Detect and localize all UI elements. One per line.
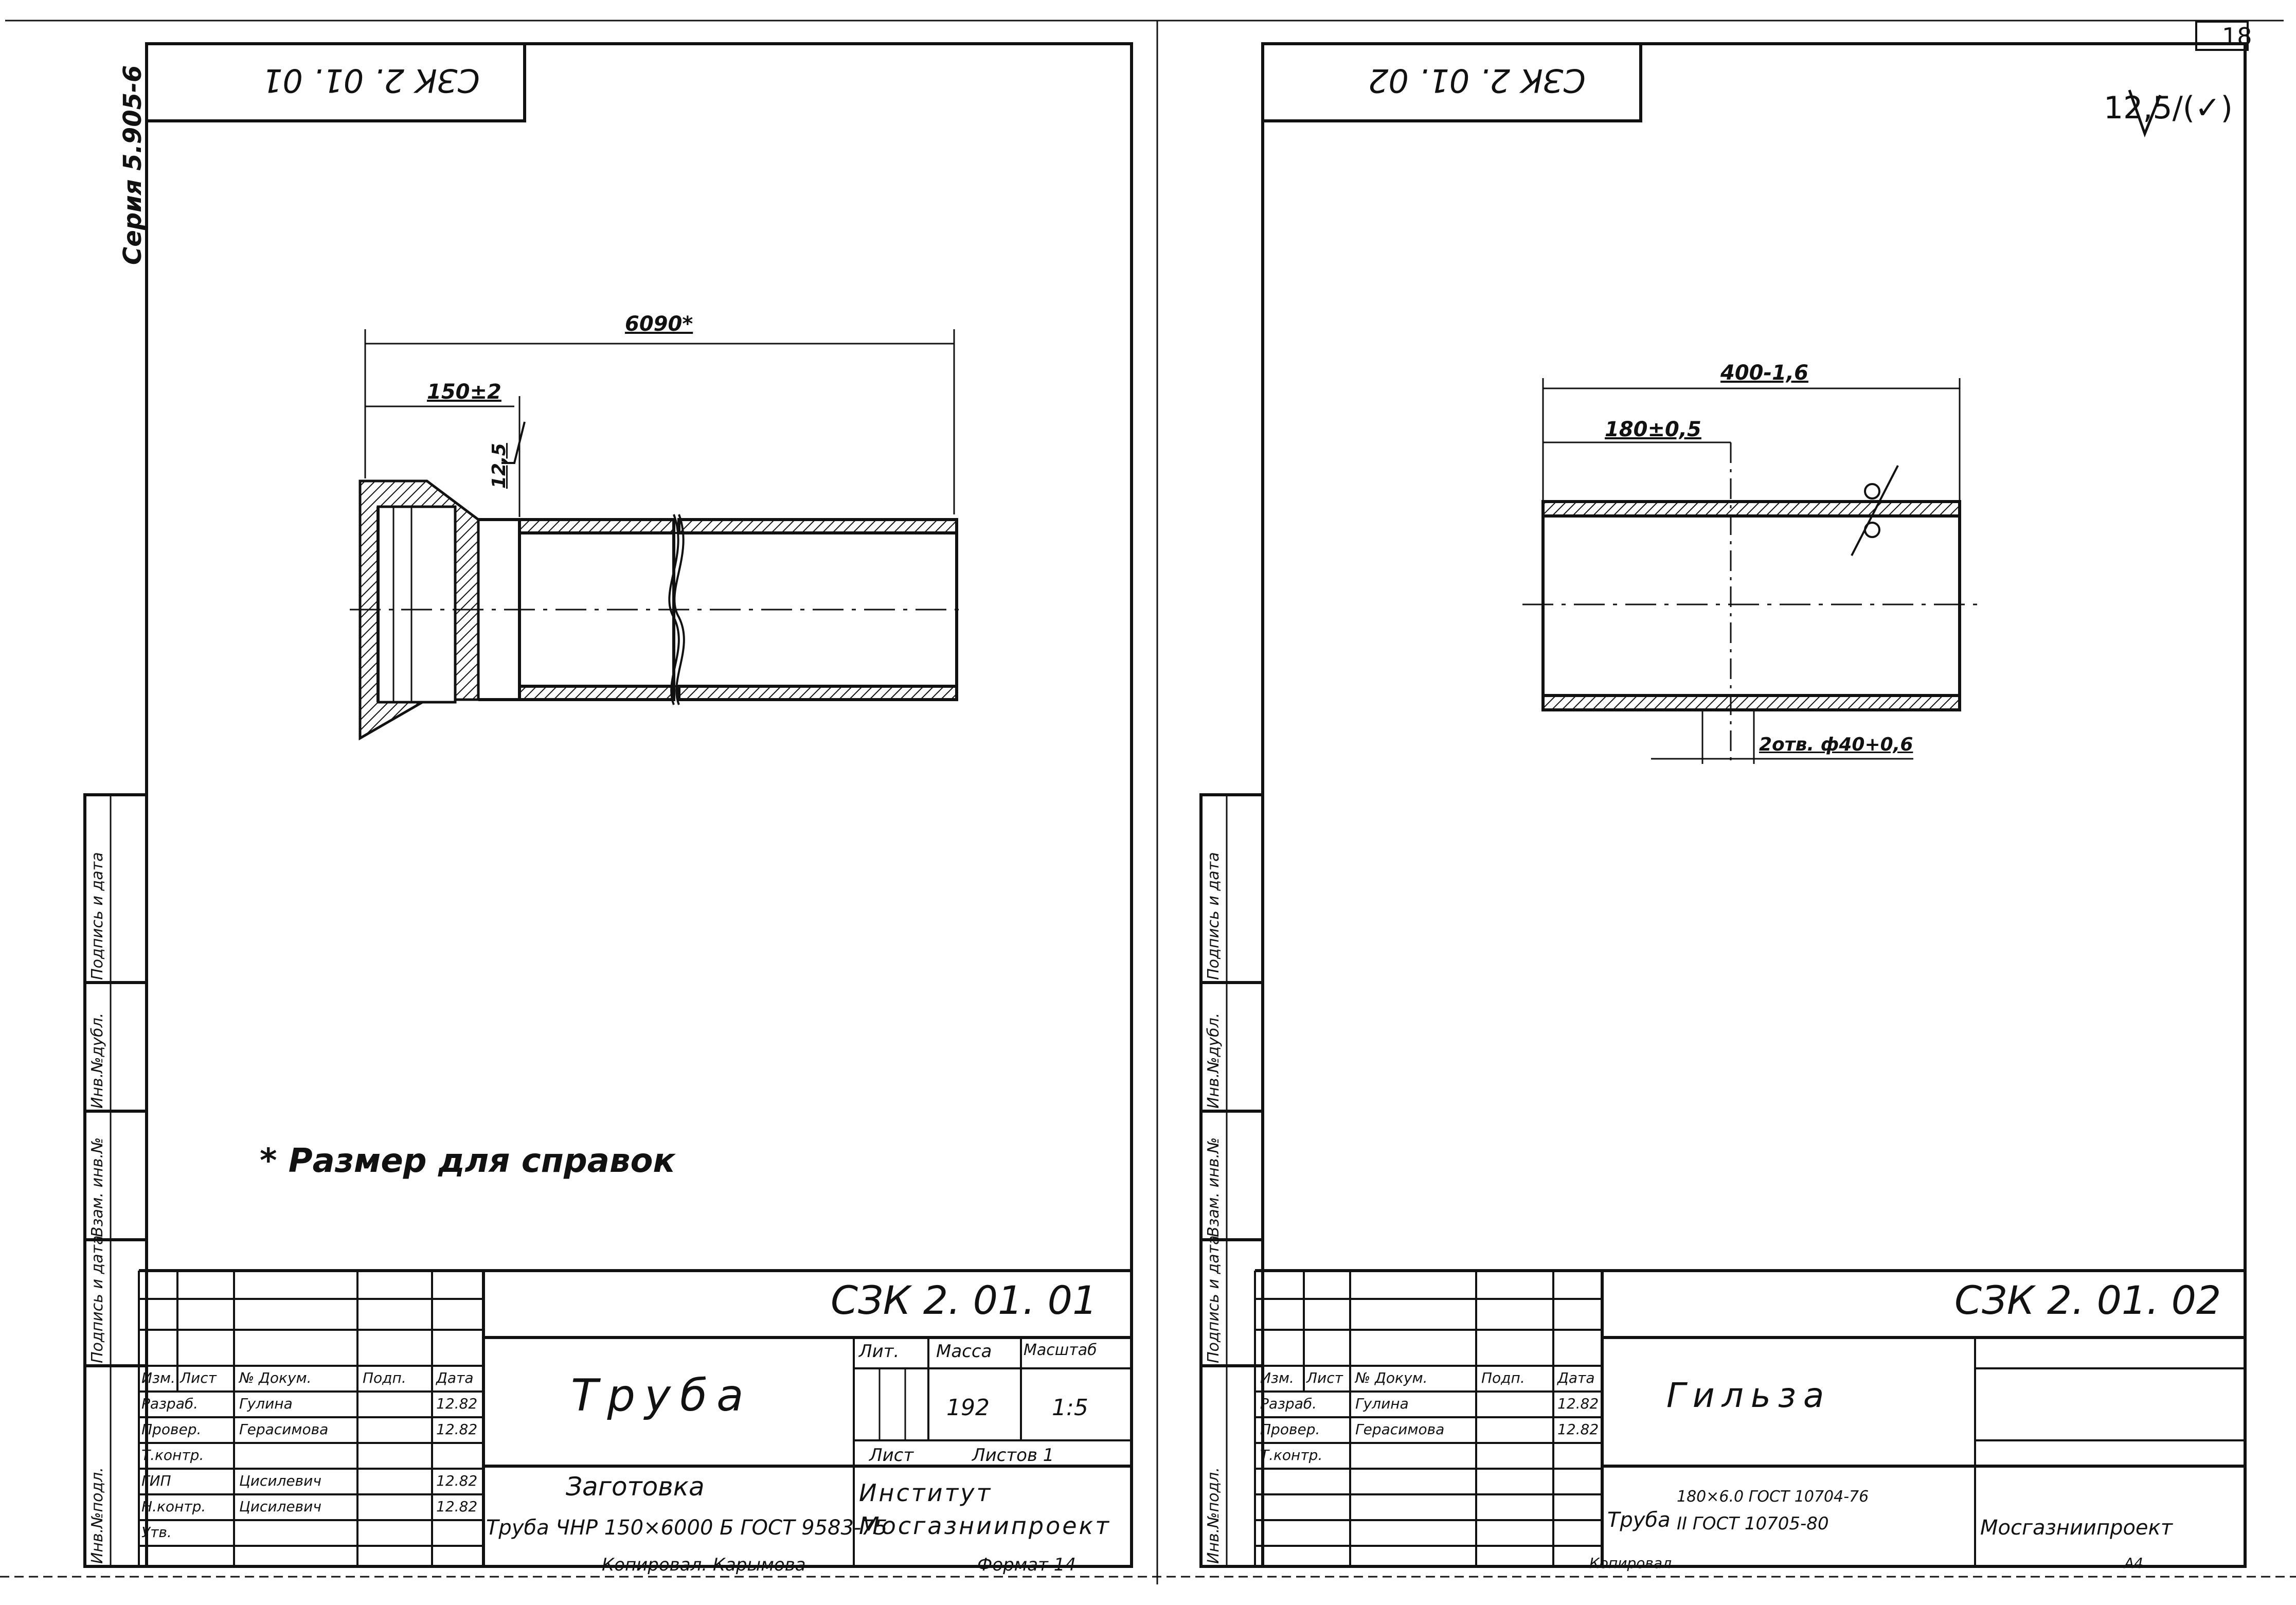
right-title: Гильза	[1666, 1376, 1832, 1415]
left-row-name: Гулина	[239, 1395, 293, 1412]
left-row-name: Цисилевич	[239, 1472, 321, 1489]
page-number: 18	[2222, 23, 2252, 50]
right-doc-code: СЗК 2. 01. 02	[1954, 1277, 2221, 1323]
reference-note: * Размер для справок	[260, 1142, 675, 1180]
left-row-role: Утв.	[141, 1524, 172, 1541]
right-row-role: Т.контр.	[1260, 1447, 1323, 1464]
right-row-role: Провер.	[1260, 1421, 1320, 1438]
left-org: Институт Мосгазниипроект	[859, 1479, 1111, 1540]
right-col-change: Изм.	[1260, 1369, 1294, 1386]
right-org: Мосгазниипроект	[1980, 1516, 2173, 1540]
left-sheet-label: Лист	[869, 1445, 914, 1466]
left-row-date: 12.82	[436, 1421, 478, 1438]
right-format: A4	[2124, 1555, 2143, 1572]
left-scale: 1:5	[1052, 1395, 1088, 1421]
left-row-date: 12.82	[436, 1472, 478, 1489]
pipe-drawing	[350, 329, 967, 741]
left-dim-total: 6090*	[625, 312, 693, 336]
left-row-name: Цисилевич	[239, 1498, 321, 1515]
right-dim-hole-pos: 180±0,5	[1605, 418, 1701, 441]
left-stamp-box	[145, 42, 526, 122]
right-stamp-box	[1261, 42, 1642, 122]
strip-label: Взам. инв.№	[88, 1137, 106, 1237]
left-col-sheet: Лист	[180, 1369, 217, 1386]
series-label: Серия 5.905-6	[118, 65, 147, 265]
strip-label: Инв.№дубл.	[88, 1012, 106, 1109]
right-material-top: 180×6.0 ГОСТ 10704-76	[1677, 1488, 1869, 1506]
left-mass-label: Масса	[936, 1341, 992, 1362]
left-row-role: Разраб.	[141, 1395, 199, 1412]
right-row-name: Гулина	[1355, 1395, 1409, 1412]
right-col-sign: Подп.	[1481, 1369, 1525, 1386]
left-scale-label: Масштаб	[1024, 1341, 1097, 1359]
left-sheets-label: Листов 1	[972, 1445, 1054, 1466]
left-stamp-code: СЗК 2. 01. 01	[262, 62, 480, 99]
right-row-date: 12.82	[1557, 1395, 1599, 1412]
left-material: Труба ЧНР 150×6000 Б ГОСТ 9583-75	[486, 1516, 888, 1540]
strip-label: Подпись и дата	[1205, 852, 1223, 980]
left-copied: Копировал. Карымова	[602, 1555, 806, 1575]
left-lit-label: Лит.	[859, 1341, 900, 1362]
right-material-prefix: Труба	[1607, 1508, 1671, 1532]
left-row-role: ГИП	[141, 1472, 171, 1489]
left-doc-code: СЗК 2. 01. 01	[831, 1277, 1098, 1323]
right-row-date: 12.82	[1557, 1421, 1599, 1438]
right-side-strip	[1199, 793, 1264, 1568]
right-material-bottom: II ГОСТ 10705-80	[1677, 1513, 1829, 1534]
right-col-date: Дата	[1557, 1369, 1595, 1386]
strip-label: Подпись и дата	[88, 1235, 106, 1364]
left-subtitle: Заготовка	[566, 1472, 705, 1502]
left-mass: 192	[946, 1395, 990, 1421]
right-dim-holes: 2отв. ф40+0,6	[1759, 734, 1913, 755]
left-col-doc: № Докум.	[239, 1369, 312, 1386]
right-stamp-code: СЗК 2. 01. 02	[1368, 62, 1586, 99]
left-format: Формат 14	[977, 1555, 1077, 1575]
right-row-name: Герасимова	[1355, 1421, 1445, 1438]
sleeve-drawing	[1522, 90, 2162, 764]
strip-label: Подпись и дата	[88, 852, 106, 980]
strip-label: Инв.№подл.	[1205, 1467, 1223, 1564]
right-dim-total: 400-1,6	[1720, 361, 1808, 385]
left-side-strip	[83, 793, 148, 1568]
right-roughness: 12,5/(✓)	[2104, 90, 2233, 126]
strip-label: Подпись и дата	[1205, 1235, 1223, 1364]
left-row-role: Н.контр.	[141, 1498, 206, 1515]
left-row-name: Герасимова	[239, 1421, 329, 1438]
right-copied: Копировал	[1589, 1555, 1672, 1572]
left-col-sign: Подп.	[363, 1369, 406, 1386]
left-row-role: Провер.	[141, 1421, 202, 1438]
left-row-date: 12.82	[436, 1395, 478, 1412]
left-col-change: Изм.	[141, 1369, 175, 1386]
right-col-sheet: Лист	[1306, 1369, 1343, 1386]
strip-label: Инв.№дубл.	[1205, 1012, 1223, 1109]
right-col-doc: № Докум.	[1355, 1369, 1428, 1386]
left-row-date: 12.82	[436, 1498, 478, 1515]
left-dim-socket: 150±2	[427, 380, 501, 404]
left-roughness: 12,5	[489, 443, 510, 489]
left-title: Труба	[571, 1370, 753, 1421]
strip-label: Инв.№подл.	[88, 1467, 106, 1564]
left-col-date: Дата	[436, 1369, 474, 1386]
right-row-role: Разраб.	[1260, 1395, 1317, 1412]
strip-label: Взам. инв.№	[1205, 1137, 1223, 1237]
left-row-role: Т.контр.	[141, 1447, 204, 1464]
